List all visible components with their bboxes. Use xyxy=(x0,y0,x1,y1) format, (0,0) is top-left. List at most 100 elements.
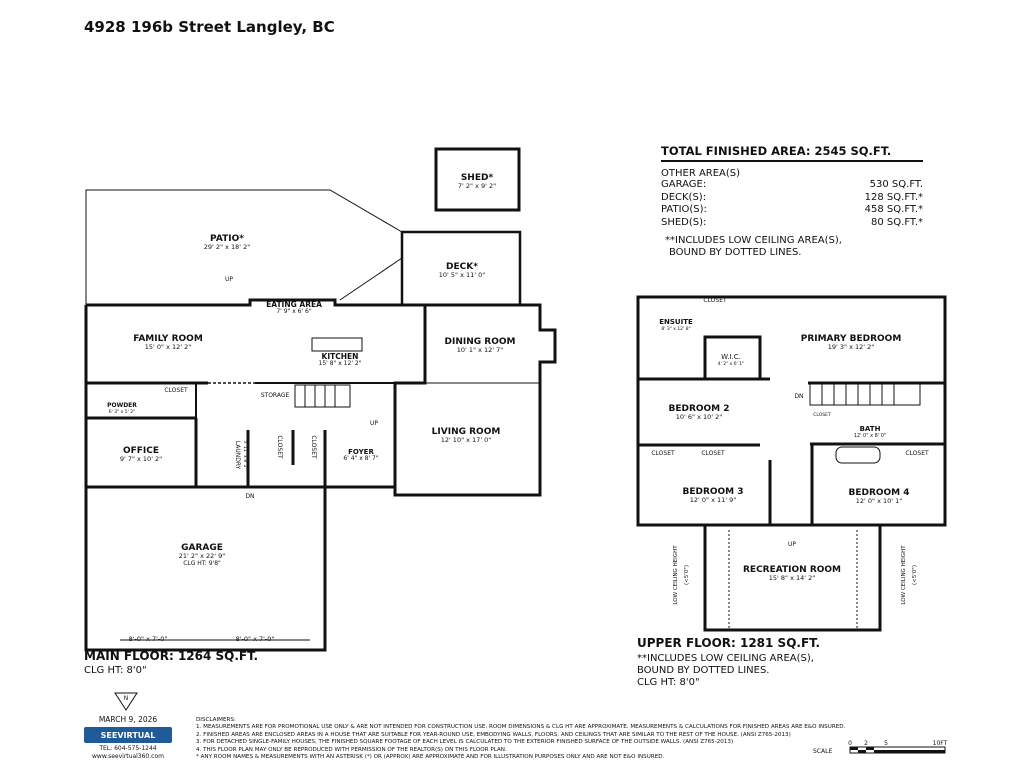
note: BOUND BY DOTTED LINES. xyxy=(637,665,770,676)
room-name-patio: PATIO* xyxy=(210,234,244,244)
closet-label: CLOSET xyxy=(905,450,929,457)
rec-room-wall xyxy=(703,525,882,632)
room-dim-bed2: 10' 6" x 10' 2" xyxy=(676,413,722,421)
main-floor-clg: CLG HT: 8'0" xyxy=(84,665,147,676)
upper-floor-info: UPPER FLOOR: 1281 SQ.FT. **INCLUDES LOW … xyxy=(637,636,820,689)
phone: TEL: 604-575-1244 xyxy=(99,745,157,752)
upper-floor-plan xyxy=(636,295,947,632)
plan-date: MARCH 9, 2026 xyxy=(98,715,158,724)
room-dim-garage: 21' 2" x 22' 9" xyxy=(179,552,225,560)
note: **INCLUDES LOW CEILING AREA(S), xyxy=(665,235,842,246)
scale-tick: 10FT xyxy=(933,740,948,747)
closet-label: CLOSET xyxy=(703,297,727,304)
room-dim-laundry: 5' 11" x 8' 2" xyxy=(242,440,248,469)
main-floor-info: MAIN FLOOR: 1264 SQ.FT. CLG HT: 8'0" xyxy=(84,649,258,677)
total-area: TOTAL FINISHED AREA: 2545 SQ.FT. xyxy=(661,144,923,162)
storage-label: STORAGE xyxy=(261,392,290,399)
shed-wall xyxy=(434,147,521,212)
main-exterior-wall xyxy=(84,298,427,652)
room-dim-rec: 15' 8" x 14' 2" xyxy=(769,574,815,582)
garage-door-2: 8'-0" x 7'-0" xyxy=(236,635,275,643)
room-dim-patio: 29' 2" x 18' 2" xyxy=(204,243,250,251)
room-dim-family: 15' 0" x 12' 2" xyxy=(145,343,191,351)
room-name-powder: POWDER xyxy=(107,402,137,409)
seevirtual-logo: SEEVIRTUAL xyxy=(84,727,172,743)
low-ceiling-label: LOW CEILING HEIGHT xyxy=(901,545,907,605)
area-row: GARAGE:530 SQ.FT. xyxy=(661,179,923,190)
room-dim-bed4: 12' 0" x 10' 1" xyxy=(856,497,902,505)
upper-exterior-wall xyxy=(636,295,947,527)
main-floor-plan xyxy=(84,147,557,652)
room-dim-dining: 10' 1" x 12' 7" xyxy=(457,346,503,354)
garage-clg: CLG HT: 9'8" xyxy=(183,560,221,567)
dn-label: DN xyxy=(245,493,254,500)
upper-stairs xyxy=(809,382,921,406)
room-name-laundry: LAUNDRY xyxy=(234,441,241,470)
room-name-shed: SHED* xyxy=(461,173,494,183)
room-dim-bed3: 12' 0" x 11' 9" xyxy=(690,496,736,504)
room-dim-office: 9' 7" x 10' 2" xyxy=(120,455,162,463)
bathtub xyxy=(835,446,881,464)
room-dim-primary: 19' 3" x 12' 2" xyxy=(828,343,874,351)
closet-label: CLOSET xyxy=(276,435,283,459)
room-name-rec: RECREATION ROOM xyxy=(743,565,841,575)
room-name-family: FAMILY ROOM xyxy=(133,334,203,344)
room-name-kitchen: KITCHEN xyxy=(322,352,359,361)
room-dim-wic: 4' 2" x 6' 1" xyxy=(718,361,744,367)
patio-outline xyxy=(85,189,403,305)
stairs xyxy=(294,384,351,408)
low-ceiling-value: (<5'0") xyxy=(684,565,690,585)
deck-rail xyxy=(400,230,522,305)
scale-bar xyxy=(849,746,946,754)
room-name-office: OFFICE xyxy=(123,446,159,456)
garage-door-1: 8'-0" x 7'-0" xyxy=(129,635,168,643)
room-dim-kitchen: 15' 8" x 12' 2" xyxy=(319,360,362,367)
room-name-wic: W.I.C. xyxy=(721,353,741,361)
area-row: PATIO(S):458 SQ.FT.* xyxy=(661,204,923,215)
low-ceiling-value: (<5'0") xyxy=(912,565,918,585)
upper-floor-clg: CLG HT: 8'0" xyxy=(637,677,700,688)
room-name-ensuite: ENSUITE xyxy=(659,318,693,326)
closet-label: CLOSET xyxy=(310,435,317,459)
low-ceiling-label: LOW CEILING HEIGHT xyxy=(673,545,679,605)
upper-floor-area: UPPER FLOOR: 1281 SQ.FT. xyxy=(637,636,821,650)
room-dim-powder: 6' 3" x 5' 2" xyxy=(109,409,135,415)
north-arrow-icon xyxy=(114,692,138,711)
disclaimers: DISCLAIMERS: 1. MEASUREMENTS ARE FOR PRO… xyxy=(196,717,846,761)
area-row: DECK(S):128 SQ.FT.* xyxy=(661,191,923,203)
website-link[interactable]: www.seevirtual360.com xyxy=(92,753,164,760)
room-dim-bath: 12' 0" x 8' 0" xyxy=(854,433,887,439)
room-name-foyer: FOYER xyxy=(348,448,374,456)
dn-label: DN xyxy=(794,393,803,400)
room-name-living: LIVING ROOM xyxy=(432,427,501,437)
up-label: UP xyxy=(225,276,233,283)
room-dim-deck: 10' 5" x 11' 0" xyxy=(439,271,485,279)
closet-label: CLOSET xyxy=(164,387,188,394)
closet-label: CLOSET xyxy=(813,412,831,418)
note: BOUND BY DOTTED LINES. xyxy=(669,247,802,258)
room-dim-shed: 7' 2" x 9' 2" xyxy=(458,182,496,190)
north-label: N xyxy=(124,695,129,702)
room-name-bed3: BEDROOM 3 xyxy=(682,487,743,497)
scale-tick: 0 xyxy=(848,740,852,747)
other-areas-label: OTHER AREA(S) xyxy=(661,168,741,179)
up-label: UP xyxy=(370,420,378,427)
scale-tick: 5 xyxy=(884,740,888,747)
note: **INCLUDES LOW CEILING AREA(S), xyxy=(637,653,814,664)
area-row: SHED(S):80 SQ.FT.* xyxy=(661,216,923,228)
room-name-bath: BATH xyxy=(860,425,881,433)
wic-wall xyxy=(703,335,762,381)
room-name-deck: DECK* xyxy=(446,262,478,272)
room-name-primary: PRIMARY BEDROOM xyxy=(801,334,902,344)
patio-line xyxy=(339,257,403,301)
property-address-title: 4928 196b Street Langley, BC xyxy=(84,18,335,36)
kitchen-island xyxy=(311,337,363,352)
closet-label: CLOSET xyxy=(701,450,725,457)
closet-label: CLOSET xyxy=(651,450,675,457)
room-dim-living: 12' 10" x 17' 0" xyxy=(441,436,492,444)
area-summary: TOTAL FINISHED AREA: 2545 SQ.FT. OTHER A… xyxy=(661,144,923,259)
room-name-bed4: BEDROOM 4 xyxy=(848,488,909,498)
room-name-eating: EATING AREA xyxy=(266,300,322,309)
up-label: UP xyxy=(788,541,796,548)
